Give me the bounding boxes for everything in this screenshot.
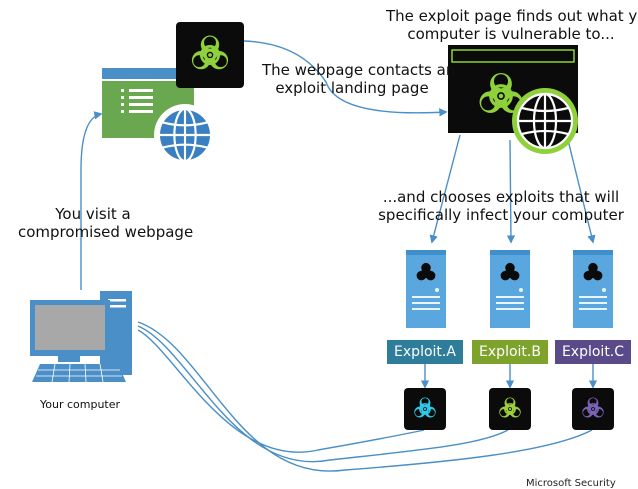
arrow-computer-to-webpage bbox=[80, 111, 103, 290]
caption-finds-line2: computer is vulnerable to... bbox=[407, 25, 615, 43]
exploit-a-label: Exploit.A bbox=[387, 340, 463, 364]
arrow-landing-to-exploit-c bbox=[567, 139, 596, 244]
caption-visit-line2: compromised webpage bbox=[18, 223, 194, 241]
caption-chooses-line2: specifically infect your computer bbox=[378, 206, 624, 224]
arrow-webpage-to-landing bbox=[243, 40, 448, 117]
caption-visit-line1: You visit a bbox=[55, 205, 131, 223]
caption-finds-line1: The exploit page finds out what your bbox=[386, 7, 638, 25]
caption-visit: You visit a compromised webpage bbox=[18, 205, 194, 241]
arrow-landing-to-exploit-b bbox=[506, 139, 516, 244]
caption-finds: The exploit page finds out what your com… bbox=[386, 7, 638, 43]
landing-globe-icon bbox=[512, 88, 578, 154]
caption-chooses: ...and chooses exploits that will specif… bbox=[370, 188, 632, 224]
caption-your-computer: Your computer bbox=[39, 398, 121, 411]
exploit-b-label: Exploit.B bbox=[472, 340, 548, 364]
caption-chooses-line1: ...and chooses exploits that will bbox=[382, 188, 620, 206]
server-icon-c bbox=[573, 250, 613, 328]
payload-icon-b bbox=[489, 388, 531, 430]
webpage-hazard-icon bbox=[176, 22, 244, 88]
footer-credit: Microsoft Security bbox=[526, 478, 616, 489]
server-icon-a bbox=[406, 250, 446, 328]
computer-icon bbox=[30, 291, 132, 383]
connectors bbox=[80, 40, 598, 472]
curve-payload-c-to-computer bbox=[137, 321, 593, 472]
caption-contacts-line2: exploit landing page bbox=[275, 79, 429, 97]
curve-payload-a-to-computer bbox=[137, 329, 425, 453]
server-icon-b bbox=[490, 250, 530, 328]
webpage-globe-icon bbox=[154, 104, 216, 166]
caption-contacts: The webpage contacts an exploit landing … bbox=[262, 61, 456, 97]
caption-contacts-line1: The webpage contacts an bbox=[262, 61, 456, 79]
arrow-landing-to-exploit-a bbox=[429, 134, 461, 244]
exploit-c-label: Exploit.C bbox=[555, 340, 631, 364]
curve-payload-b-to-computer bbox=[137, 325, 509, 463]
payload-icon-c bbox=[572, 388, 614, 430]
payload-icon-a bbox=[404, 388, 446, 430]
